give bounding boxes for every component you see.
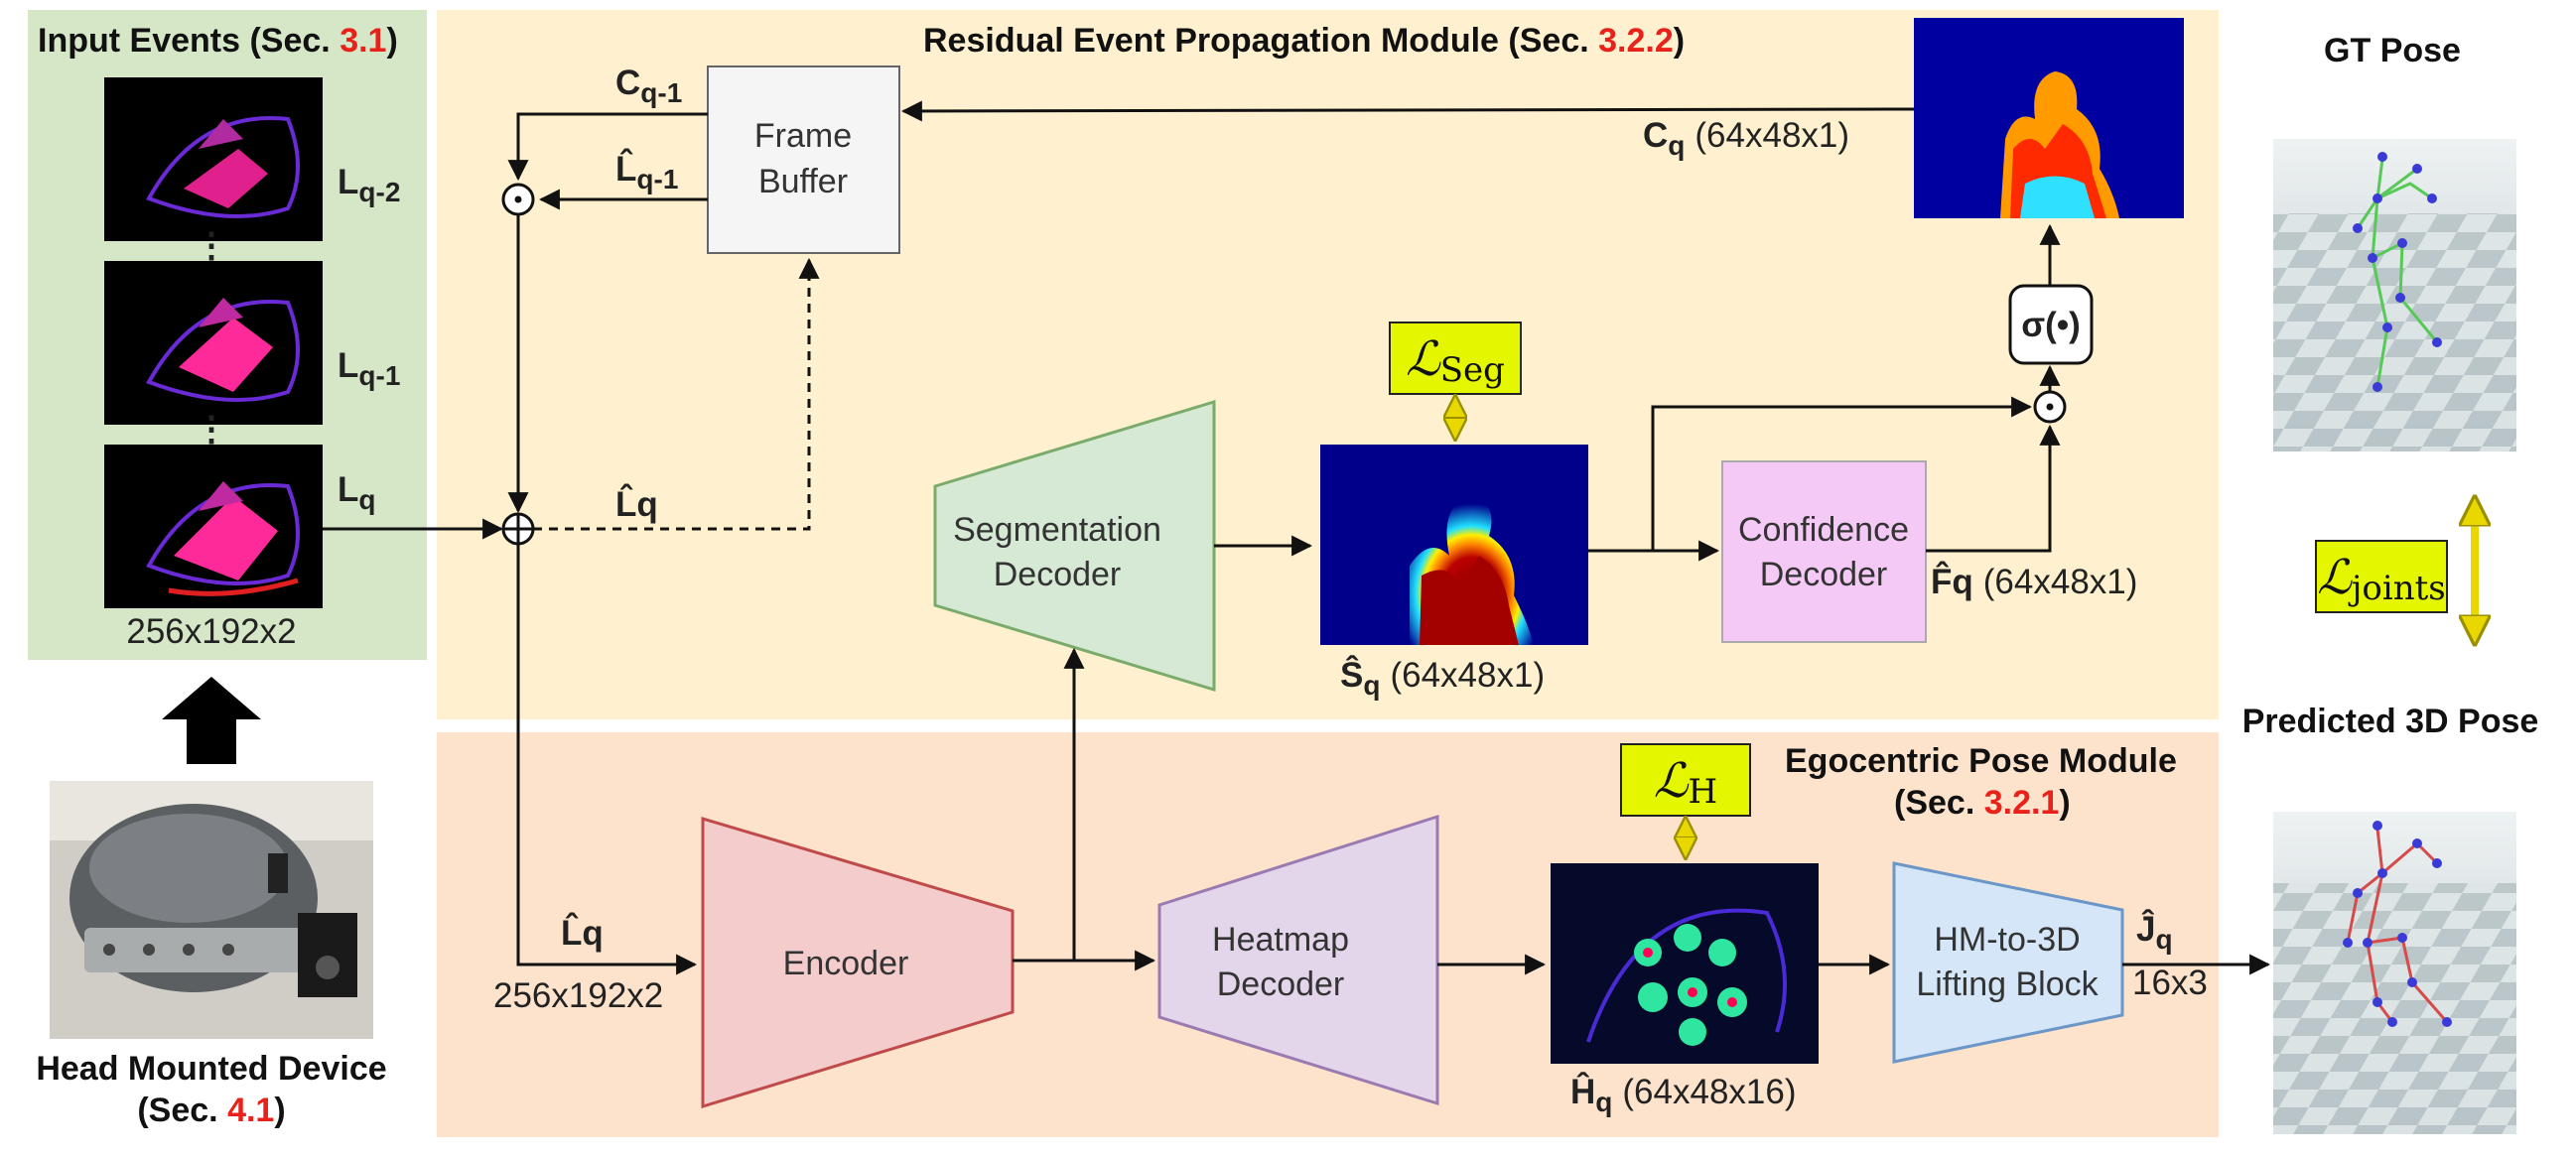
heatmap-decoder-label-1: Heatmap: [1212, 921, 1349, 959]
label-jq: Ĵq: [2136, 909, 2173, 955]
sum-op: [501, 512, 535, 546]
segmentation-decoder-block: [933, 399, 1216, 693]
label-cq-1: Cq-1: [615, 64, 682, 108]
lifting-block: [1892, 861, 2124, 1064]
confidence-decoder-block: [1721, 460, 1927, 643]
arrow-cq-to-buffer: [900, 100, 1915, 122]
up-arrow-icon: [162, 677, 261, 764]
repm-title: Residual Event Propagation Module (Sec. …: [923, 22, 1685, 60]
confidence-map-cq: [1914, 18, 2184, 218]
segmentation-map-sq: [1320, 445, 1588, 645]
predicted-pose-title: Predicted 3D Pose: [2242, 703, 2539, 740]
hadamard-op-2: [2033, 390, 2067, 424]
ellipsis-dots-1: ⋮: [195, 226, 229, 265]
label-fq: F̂q(64x48x1): [1931, 562, 2137, 601]
arrow-cq1: [507, 112, 708, 182]
svg-text:ℒjoints: ℒjoints: [2317, 550, 2445, 608]
svg-text:ℒH: ℒH: [1654, 753, 1717, 812]
arrow-oplus-to-encoder: [516, 544, 698, 975]
input-dims: 256x192x2: [126, 612, 296, 651]
lifting-label-2: Lifting Block: [1916, 965, 2099, 1003]
conf-decoder-label-1: Confidence: [1738, 511, 1909, 549]
hadamard-op-1: [501, 183, 535, 216]
seg-decoder-label-1: Segmentation: [953, 511, 1161, 549]
encoder-block: [701, 816, 1015, 1109]
device-title: Head Mounted Device: [36, 1050, 386, 1088]
label-lq-2: Lq-2: [338, 163, 400, 207]
event-frame-q: [104, 445, 323, 608]
label-lq-1-hat: L̂q-1: [615, 149, 678, 194]
encoder-label: Encoder: [783, 945, 909, 982]
event-frame-q-1: [104, 261, 323, 425]
label-lhat-q-2: L̂q: [561, 913, 604, 953]
frame-buffer-box: [707, 65, 900, 254]
arrow-lhat-to-buffer: [533, 257, 820, 531]
lifting-label-1: HM-to-3D: [1934, 921, 2080, 959]
seg-decoder-label-2: Decoder: [994, 556, 1122, 593]
predicted-pose-image: [2273, 812, 2516, 1134]
heatmap-decoder-label-2: Decoder: [1217, 965, 1345, 1003]
frame-buffer-label-1: Frame: [754, 117, 852, 155]
label-hq: Ĥq(64x48x16): [1570, 1072, 1797, 1117]
input-events-title: Input Events (Sec. 3.1): [38, 22, 398, 60]
frame-buffer-label-2: Buffer: [758, 163, 848, 200]
gt-pose-title: GT Pose: [2324, 32, 2461, 69]
heatmaps-hq: [1551, 863, 1819, 1064]
label-sq: Ŝq(64x48x1): [1340, 655, 1545, 701]
svg-text:ℒSeg: ℒSeg: [1406, 331, 1505, 390]
device-sec: (Sec. 4.1): [137, 1092, 285, 1129]
event-frame-q-2: [104, 77, 323, 241]
epm-title: Egocentric Pose Module: [1785, 742, 2177, 780]
loss-joints-box: ℒjoints: [2315, 540, 2448, 613]
head-mounted-device-photo: [50, 781, 373, 1039]
conf-decoder-label-2: Decoder: [1760, 556, 1888, 593]
gt-pose-image: [2273, 139, 2516, 451]
label-lhat-q: L̂q: [615, 484, 658, 524]
heatmap-decoder-block: [1157, 814, 1439, 1106]
encoder-input-dims: 256x192x2: [493, 976, 663, 1015]
epm-sec: (Sec. 3.2.1): [1894, 784, 2071, 822]
label-jq-dims: 16x3: [2132, 964, 2208, 1002]
arrow-fq-to-odot: [1926, 424, 2061, 553]
loss-seg-box: ℒSeg: [1389, 322, 1522, 395]
arrow-sq-to-odot: [1651, 396, 2033, 551]
loss-h-box: ℒH: [1620, 743, 1751, 817]
label-cq: Cq(64x48x1): [1643, 116, 1849, 161]
ellipsis-dots-2: ⋮: [195, 410, 229, 449]
label-lq-1: Lq-1: [338, 346, 400, 391]
sigmoid-label: σ(•): [2021, 306, 2081, 344]
label-lq: Lq: [338, 470, 376, 515]
